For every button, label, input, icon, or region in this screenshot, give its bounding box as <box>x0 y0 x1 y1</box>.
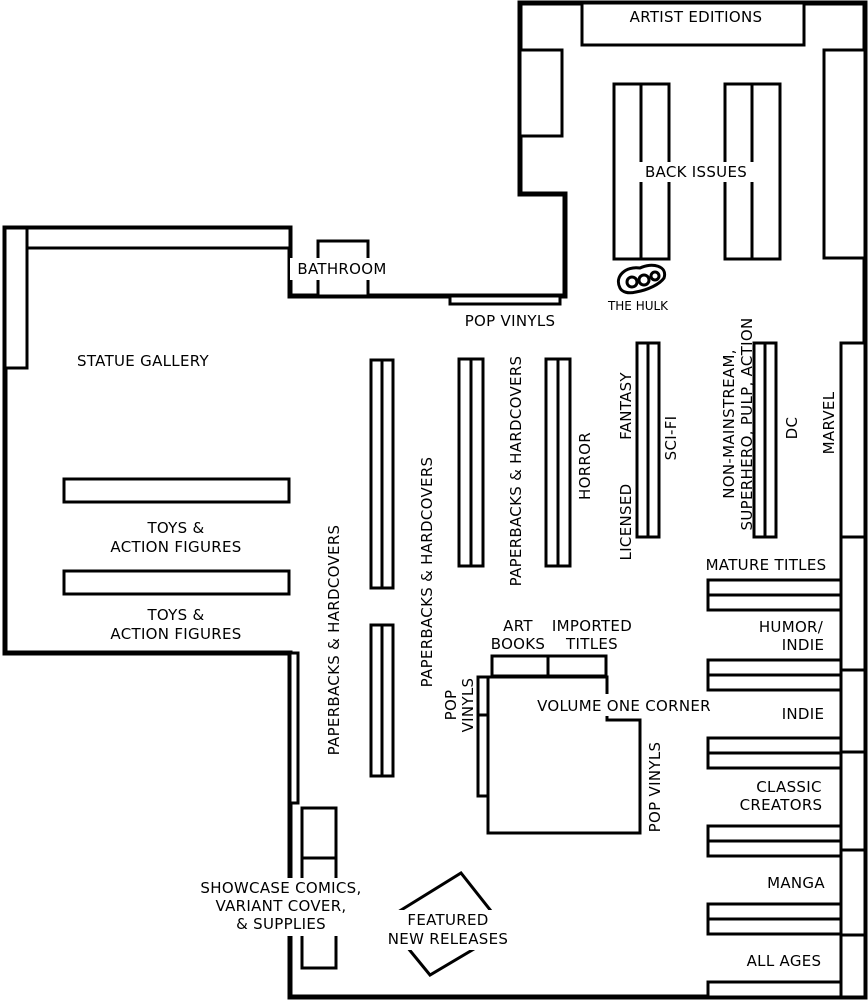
pop-vinyls-top-shelf: POP VINYLS <box>448 294 562 330</box>
horror-label: HORROR <box>576 432 594 500</box>
scifi-fantasy-shelf <box>635 341 661 539</box>
pop-vinyls-right-label: POP VINYLS <box>646 742 664 833</box>
featured-label-line1: FEATURED <box>407 911 488 929</box>
the-hulk-label: THE HULK <box>607 299 669 313</box>
sci-fi-label: SCI-FI <box>662 416 680 461</box>
dc-shelf <box>752 341 778 539</box>
paperbacks-label-3: PAPERBACKS & HARDCOVERS <box>507 356 525 587</box>
mature-titles-section: MATURE TITLES <box>706 556 843 612</box>
back-issue-side-cabinets <box>518 48 867 260</box>
showcase-counter: SHOWCASE COMICS, VARIANT COVER, & SUPPLI… <box>186 651 376 970</box>
non-mainstream-label-line2: SUPERHERO, PULP, ACTION <box>738 318 756 531</box>
bathroom: BATHROOM <box>290 239 395 298</box>
indie-section: INDIE <box>706 705 843 770</box>
licensed-label: LICENSED <box>617 484 635 561</box>
back-issues-bins: BACK ISSUES <box>612 82 782 261</box>
pop-vinyls-left-label-line1: POP <box>442 690 460 721</box>
right-wall-shelves <box>839 341 867 999</box>
statue-gallery-label: STATUE GALLERY <box>77 352 209 370</box>
classic-creators-section: CLASSIC CREATORS <box>706 778 843 858</box>
horror-shelf <box>544 357 572 568</box>
indie-label: INDIE <box>782 705 825 723</box>
mature-titles-label: MATURE TITLES <box>706 556 827 574</box>
showcase-label-line3: & SUPPLIES <box>236 915 326 933</box>
toys-label-2-line2: ACTION FIGURES <box>110 625 241 643</box>
art-books-label-line1: ART <box>503 617 533 635</box>
bathroom-label: BATHROOM <box>297 260 386 278</box>
volume-one-corner-label: VOLUME ONE CORNER <box>537 697 711 715</box>
volume-one-corner: ART BOOKS IMPORTED TITLES VOLUME ONE COR… <box>442 617 724 835</box>
fantasy-label: FANTASY <box>617 372 635 440</box>
humor-indie-label-line1: HUMOR/ <box>759 618 824 636</box>
toys-shelf-2: TOYS & ACTION FIGURES <box>62 569 291 643</box>
manga-label: MANGA <box>767 874 825 892</box>
humor-indie-label-line2: INDIE <box>782 636 825 654</box>
paperback-shelf-c <box>457 357 485 568</box>
back-issues-label: BACK ISSUES <box>645 163 747 181</box>
toys-label-2-line1: TOYS & <box>146 606 204 624</box>
paperback-shelf-b <box>369 623 395 778</box>
toys-shelf-1: TOYS & ACTION FIGURES <box>62 477 291 556</box>
paperbacks-label-2: PAPERBACKS & HARDCOVERS <box>418 457 436 688</box>
statue-gallery-wall-shelves <box>3 226 292 370</box>
all-ages-label: ALL AGES <box>747 952 822 970</box>
toys-label-1-line1: TOYS & <box>146 519 204 537</box>
paperbacks-label-1: PAPERBACKS & HARDCOVERS <box>325 525 343 756</box>
marvel-label: MARVEL <box>820 391 838 454</box>
dc-label: DC <box>783 417 801 440</box>
paperback-shelf-a <box>369 358 395 590</box>
art-books-label-line2: BOOKS <box>491 635 546 653</box>
classic-creators-label-line2: CREATORS <box>740 796 823 814</box>
pop-vinyls-top-label: POP VINYLS <box>465 312 556 330</box>
featured-label-line2: NEW RELEASES <box>388 930 508 948</box>
classic-creators-label-line1: CLASSIC <box>756 778 821 796</box>
artist-editions-label: ARTIST EDITIONS <box>630 8 763 26</box>
showcase-label-line2: VARIANT COVER, <box>216 897 347 915</box>
humor-indie-section: HUMOR/ INDIE <box>706 618 843 692</box>
toys-label-1-line2: ACTION FIGURES <box>110 538 241 556</box>
imported-titles-label-line2: TITLES <box>565 635 618 653</box>
pop-vinyls-left-label-line2: VINYLS <box>459 678 477 733</box>
artist-editions: ARTIST EDITIONS <box>580 1 806 47</box>
featured-new-releases: FEATURED NEW RELEASES <box>378 871 518 977</box>
manga-section: MANGA <box>706 874 843 936</box>
all-ages-section: ALL AGES <box>706 952 843 999</box>
the-hulk-statue: THE HULK <box>607 263 669 313</box>
imported-titles-label-line1: IMPORTED <box>552 617 632 635</box>
non-mainstream-label-line1: NON-MAINSTREAM, <box>720 349 738 499</box>
showcase-label-line1: SHOWCASE COMICS, <box>200 879 361 897</box>
